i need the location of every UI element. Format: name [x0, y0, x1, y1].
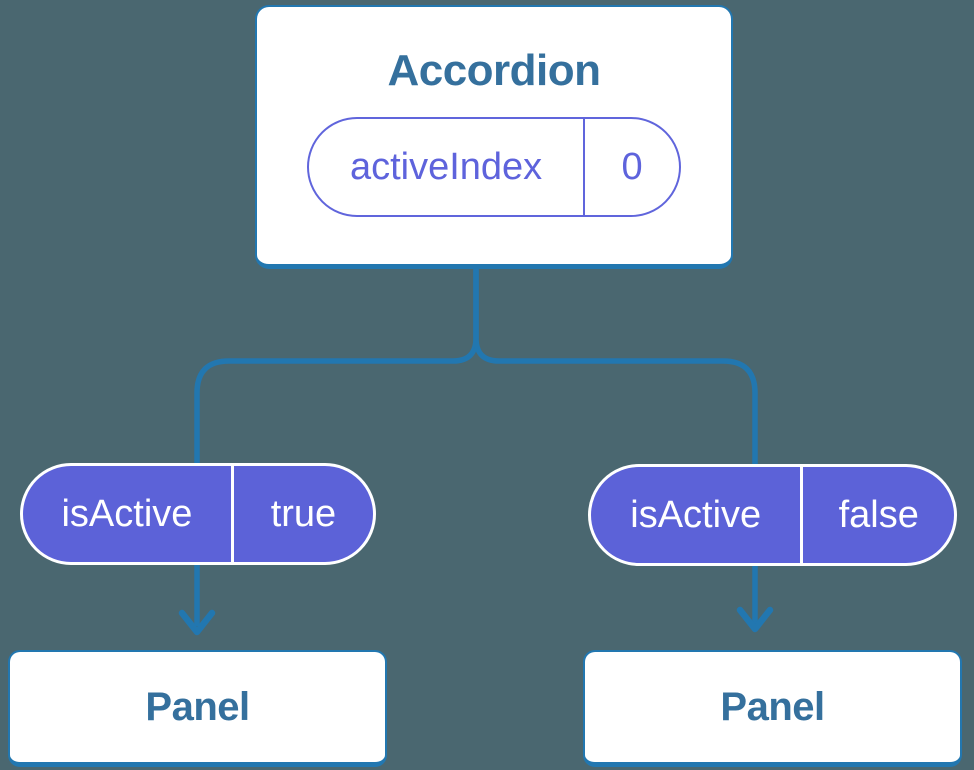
prop-pill-left-value: true [270, 492, 337, 535]
accordion-component-card: Accordion activeIndex 0 [255, 5, 733, 269]
prop-pill-isactive-false: isActive false [588, 464, 957, 566]
state-pill-label: activeIndex [349, 145, 543, 188]
panel-card-right: Panel [583, 650, 962, 767]
panel-left-title: Panel [145, 685, 250, 729]
arrowhead-right-icon [736, 606, 774, 633]
panel-right-title: Panel [720, 685, 825, 729]
prop-pill-left-label: isActive [23, 466, 234, 562]
connector-left-branch [194, 265, 479, 626]
prop-pill-right-label: isActive [591, 467, 804, 563]
state-pill-value: 0 [583, 119, 679, 216]
state-pill-activeindex: activeIndex 0 [307, 117, 681, 218]
arrowhead-left-icon [178, 609, 216, 636]
prop-pill-isactive-true: isActive true [20, 463, 376, 565]
panel-card-left: Panel [8, 650, 387, 767]
connector-right-branch [473, 265, 758, 624]
accordion-card-title: Accordion [387, 46, 601, 95]
prop-pill-right-value: false [838, 493, 919, 536]
